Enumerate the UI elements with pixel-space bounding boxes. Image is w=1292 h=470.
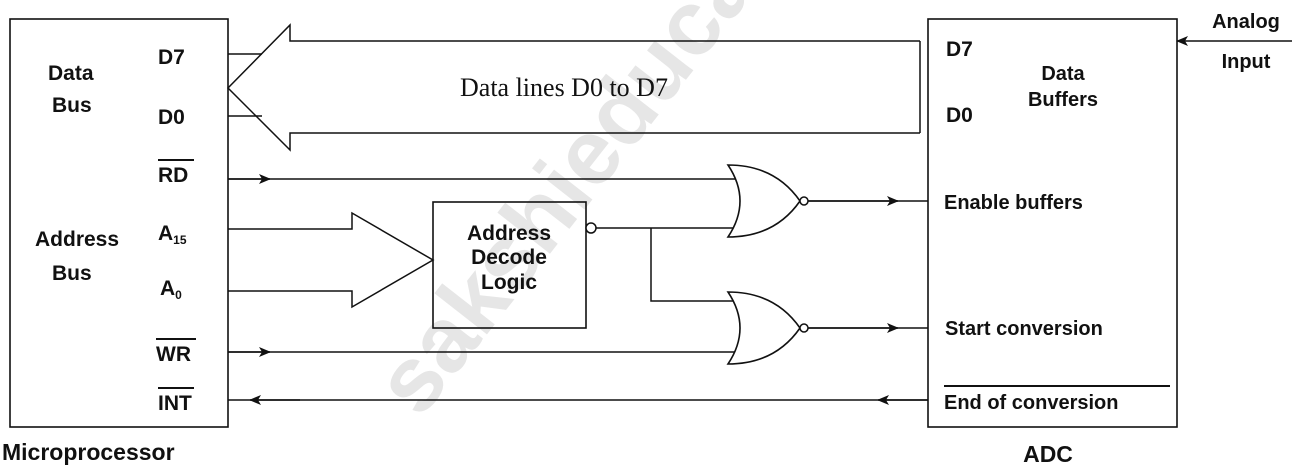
watermark: sakshieducation <box>355 0 879 432</box>
adc-pin-d7: D7 <box>946 38 973 61</box>
nor-gate-start-bubble <box>799 323 809 333</box>
address-bus-label-line1: Address <box>35 228 119 251</box>
microprocessor-title: Microprocessor <box>2 439 175 465</box>
svg-text:sakshieducation: sakshieducation <box>355 0 879 432</box>
decoder-output-bubble <box>585 222 597 234</box>
adc-title: ADC <box>1023 441 1073 467</box>
microprocessor-box <box>9 18 229 428</box>
analog-input-line1: Analog <box>1212 11 1280 33</box>
adc-box <box>927 18 1178 428</box>
data-bus-label-line1: Data <box>48 62 94 85</box>
start-conversion-label: Start conversion <box>945 318 1103 340</box>
address-bus-label-line2: Bus <box>52 262 92 285</box>
pin-d7: D7 <box>158 46 185 69</box>
adc-pin-d0: D0 <box>946 104 973 127</box>
analog-input-line2: Input <box>1222 51 1271 73</box>
nor-gate-start <box>726 291 801 365</box>
pin-rd: RD <box>158 164 188 187</box>
pin-a0: A0 <box>160 277 182 302</box>
data-bus-label-line2: Bus <box>52 94 92 117</box>
pin-int: INT <box>158 392 192 415</box>
pin-wr: WR <box>156 343 191 366</box>
address-bus-arrow <box>228 211 435 309</box>
pin-a15: A15 <box>158 222 187 247</box>
data-bus-arrow <box>226 23 920 152</box>
data-buffers-line2: Buffers <box>1028 89 1098 111</box>
address-decode-box <box>432 201 587 329</box>
pin-d0: D0 <box>158 106 185 129</box>
nor-gate-enable <box>726 164 801 238</box>
nor-gate-enable-bubble <box>799 196 809 206</box>
decoder-line3: Logic <box>481 271 537 294</box>
enable-buffers-label: Enable buffers <box>944 192 1083 214</box>
end-of-conversion-label: End of conversion <box>944 392 1118 414</box>
decoder-line2: Decode <box>471 246 547 269</box>
decoder-out-wire-bottom <box>650 228 744 302</box>
decoder-line1: Address <box>467 222 551 245</box>
data-lines-label: Data lines D0 to D7 <box>460 73 668 102</box>
data-buffers-line1: Data <box>1041 63 1085 85</box>
